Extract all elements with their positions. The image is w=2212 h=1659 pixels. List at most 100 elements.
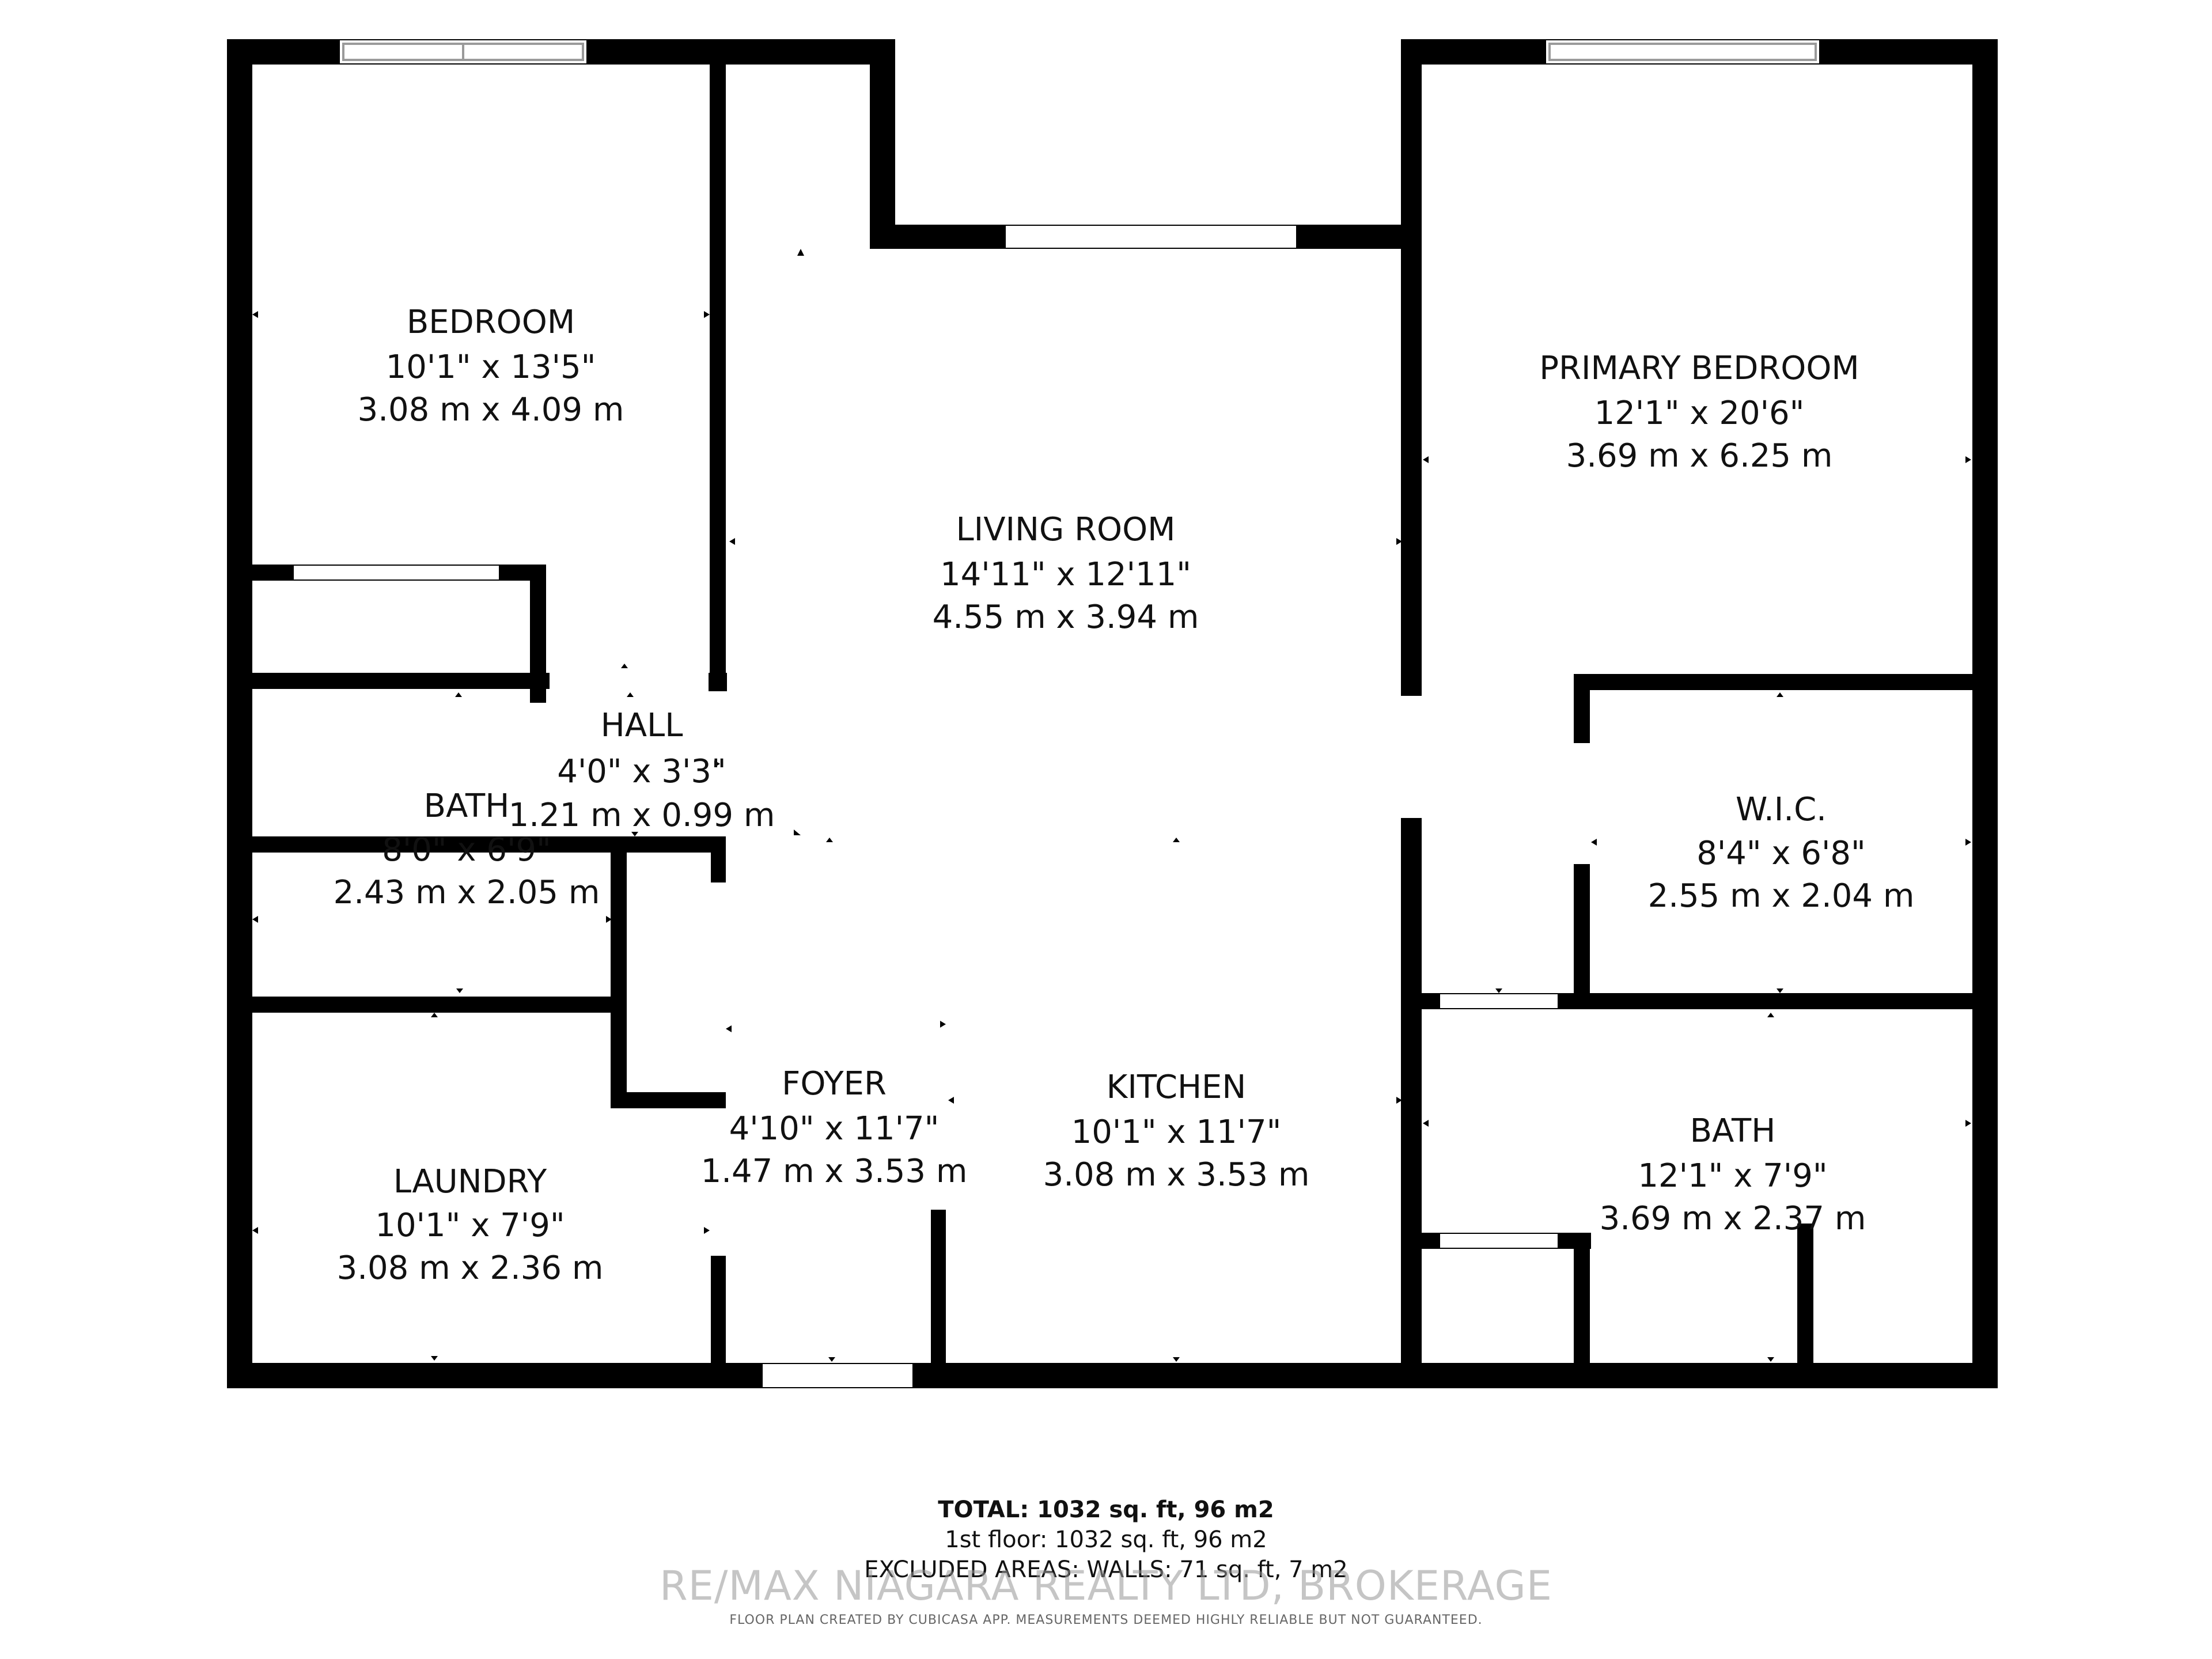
excluded-area: EXCLUDED AREAS: WALLS: 71 sq. ft, 7 m2 xyxy=(864,1556,1348,1583)
wall xyxy=(227,673,550,689)
arrow-marker xyxy=(1423,1120,1429,1127)
arrow-marker xyxy=(726,1025,732,1032)
brokerage-watermark: RE/MAX NIAGARA REALTY LTD, BROKERAGE xyxy=(660,1562,1552,1609)
openings xyxy=(294,40,1819,1387)
room-dimensions-imperial: 10'1" x 11'7" xyxy=(1071,1113,1282,1151)
entry-door xyxy=(763,1364,912,1387)
wall xyxy=(931,1210,946,1388)
arrow-marker xyxy=(794,830,801,835)
arrow-marker xyxy=(252,916,258,923)
room-dimensions-metric: 3.08 m x 4.09 m xyxy=(358,391,624,429)
room-name: HALL xyxy=(601,707,683,744)
doorway xyxy=(294,566,499,579)
arrow-marker xyxy=(623,58,630,65)
room-dimensions-imperial: 14'11" x 12'11" xyxy=(940,556,1191,593)
window-frame xyxy=(1548,43,1817,61)
wall xyxy=(709,673,727,691)
wall xyxy=(1972,39,1998,1388)
room-dimensions-metric: 3.08 m x 3.53 m xyxy=(1043,1156,1310,1194)
room-kitchen: KITCHEN 10'1" x 11'7" 3.08 m x 3.53 m xyxy=(1043,1069,1310,1194)
wall xyxy=(1574,1233,1590,1388)
room-name: LIVING ROOM xyxy=(956,511,1175,548)
arrow-marker xyxy=(1396,1097,1402,1104)
disclaimer: FLOOR PLAN CREATED BY CUBICASA APP. MEAS… xyxy=(729,1613,1483,1627)
room-dimensions-metric: 2.55 m x 2.04 m xyxy=(1648,877,1915,915)
room-name: BATH xyxy=(424,787,510,825)
room-name: FOYER xyxy=(782,1065,887,1103)
room-laundry: LAUNDRY 10'1" x 7'9" 3.08 m x 2.36 m xyxy=(337,1163,604,1287)
room-name: PRIMARY BEDROOM xyxy=(1539,350,1859,387)
wall xyxy=(227,836,724,853)
room-dimensions-imperial: 8'0" x 6'9" xyxy=(382,831,551,869)
room-name: KITCHEN xyxy=(1107,1069,1247,1106)
room-dimensions-metric: 4.55 m x 3.94 m xyxy=(933,599,1199,636)
arrow-marker xyxy=(1591,839,1597,846)
arrow-marker xyxy=(631,832,638,836)
arrow-marker xyxy=(1498,58,1505,65)
arrow-marker xyxy=(1173,1357,1180,1362)
arrow-marker xyxy=(948,1097,954,1104)
room-dimensions-metric: 3.69 m x 6.25 m xyxy=(1566,437,1833,475)
wall xyxy=(611,1092,726,1108)
arrow-marker xyxy=(704,311,710,318)
room-dimensions-metric: 3.08 m x 2.36 m xyxy=(337,1249,604,1287)
arrow-marker xyxy=(1965,839,1971,846)
doorway xyxy=(1440,1234,1558,1248)
arrow-marker xyxy=(1396,538,1402,545)
wall xyxy=(711,1256,726,1388)
arrow-marker xyxy=(431,1013,438,1017)
room-name: BATH xyxy=(1690,1112,1776,1150)
room-hall: HALL 4'0" x 3'3" 1.21 m x 0.99 m xyxy=(509,707,775,834)
room-dimensions-metric: 2.43 m x 2.05 m xyxy=(334,874,600,911)
wall xyxy=(711,836,726,882)
wall xyxy=(227,39,252,1388)
arrow-marker xyxy=(940,1021,946,1028)
arrow-marker xyxy=(1495,988,1502,993)
wall xyxy=(1797,1224,1813,1388)
room-dimensions-metric: 1.21 m x 0.99 m xyxy=(509,797,775,834)
room-dimensions-imperial: 4'0" x 3'3" xyxy=(557,753,726,790)
arrow-marker xyxy=(1777,692,1783,697)
room-labels: BEDROOM 10'1" x 13'5" 3.08 m x 4.09 m PR… xyxy=(334,304,1915,1287)
room-name: LAUNDRY xyxy=(393,1163,547,1200)
arrow-marker xyxy=(1965,456,1971,463)
window xyxy=(1006,226,1296,248)
doorway xyxy=(1402,697,1421,817)
arrow-marker xyxy=(1767,1013,1774,1017)
doorway xyxy=(1440,994,1558,1008)
arrow-marker xyxy=(627,692,634,697)
arrow-marker xyxy=(431,1356,438,1361)
room-wic: W.I.C. 8'4" x 6'8" 2.55 m x 2.04 m xyxy=(1648,791,1915,915)
room-name: W.I.C. xyxy=(1736,791,1827,828)
room-bath-left: BATH 8'0" x 6'9" 2.43 m x 2.05 m xyxy=(334,787,600,911)
arrow-marker xyxy=(797,249,804,256)
wall xyxy=(611,836,627,1107)
arrow-marker xyxy=(704,1227,710,1234)
total-area: TOTAL: 1032 sq. ft, 96 m2 xyxy=(938,1497,1274,1523)
wall xyxy=(227,997,619,1013)
arrow-marker xyxy=(606,916,612,923)
room-dimensions-metric: 1.47 m x 3.53 m xyxy=(701,1153,968,1190)
room-primary-bedroom: PRIMARY BEDROOM 12'1" x 20'6" 3.69 m x 6… xyxy=(1539,350,1859,475)
arrow-marker xyxy=(456,988,463,993)
arrow-marker xyxy=(455,692,462,697)
arrow-marker xyxy=(1767,1357,1774,1362)
room-dimensions-imperial: 4'10" x 11'7" xyxy=(729,1110,940,1147)
doorway xyxy=(552,674,690,688)
wall xyxy=(1401,39,1422,696)
wall xyxy=(710,58,726,691)
arrow-marker xyxy=(1173,838,1180,842)
wall xyxy=(1574,674,1590,743)
arrow-marker xyxy=(1777,988,1783,993)
arrow-marker xyxy=(252,1227,258,1234)
floor-area: 1st floor: 1032 sq. ft, 96 m2 xyxy=(945,1527,1267,1553)
wall xyxy=(1401,818,1422,1388)
arrow-marker xyxy=(714,760,720,767)
room-bedroom: BEDROOM 10'1" x 13'5" 3.08 m x 4.09 m xyxy=(358,304,624,429)
room-dimensions-imperial: 12'1" x 20'6" xyxy=(1594,395,1805,432)
arrow-marker xyxy=(252,311,258,318)
arrow-marker xyxy=(621,664,628,668)
dimension-arrows xyxy=(252,58,1971,1362)
room-bath-right: BATH 12'1" x 7'9" 3.69 m x 2.37 m xyxy=(1600,1112,1866,1237)
